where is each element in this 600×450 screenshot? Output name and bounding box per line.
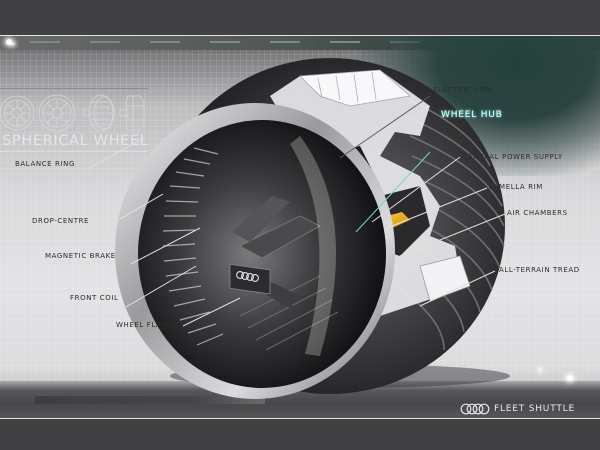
strip-dash bbox=[330, 41, 360, 43]
air-chamber-ribs bbox=[317, 71, 377, 103]
wheel-angle-thumbnail-icon bbox=[38, 94, 76, 132]
center-cap-rings-icon bbox=[236, 271, 259, 282]
callout-air-chambers: AIR CHAMBERS bbox=[507, 209, 568, 217]
sparkle-dot bbox=[6, 39, 12, 45]
glass-highlight bbox=[290, 136, 336, 356]
sparkle-dot bbox=[12, 43, 14, 45]
brand-lockup: FLEET SHUTTLE bbox=[460, 402, 575, 416]
callout-wheel-flaps: WHEEL FLAPS bbox=[116, 321, 172, 329]
center-cap bbox=[229, 263, 271, 295]
bottom-rule bbox=[0, 418, 600, 419]
spherical-wheel-illustration bbox=[115, 58, 510, 399]
wheel-side-thumbnail-icon bbox=[82, 94, 115, 132]
title-rule bbox=[0, 151, 148, 152]
footer-strip-accent bbox=[35, 396, 265, 404]
wheel-front-thumbnail-icon bbox=[0, 95, 35, 131]
callout-balance-ring: BALANCE RING bbox=[15, 160, 76, 168]
bottom-bar bbox=[0, 419, 600, 450]
callout-magnetic-brake: MAGNETIC BRAKE bbox=[45, 252, 116, 260]
top-bar bbox=[0, 0, 600, 35]
callout-all-terrain-tread: ALL-TERRAIN TREAD bbox=[499, 266, 580, 274]
strip-dash bbox=[150, 41, 180, 43]
strip-dash bbox=[210, 41, 240, 43]
callout-central-power-supply: CENTRAL POWER SUPPLY bbox=[463, 153, 563, 161]
brand-text: FLEET SHUTTLE bbox=[494, 404, 575, 414]
callout-wheel-hub: WHEEL HUB bbox=[441, 110, 503, 120]
strip-dash bbox=[270, 41, 300, 43]
wheel-thumbnails bbox=[0, 94, 145, 132]
callout-front-coil: FRONT COIL bbox=[70, 294, 119, 302]
strip-dash bbox=[90, 41, 120, 43]
callout-electric-coil: ELECTRIC COIL bbox=[433, 86, 494, 94]
strip-dash bbox=[30, 41, 60, 43]
four-rings-logo-icon bbox=[460, 403, 490, 415]
spoke bbox=[239, 215, 321, 259]
callout-drop-centre: DROP-CENTRE bbox=[32, 217, 90, 225]
illustration-canvas: SPHERICAL WHEEL bbox=[0, 36, 600, 418]
thumbnail-rule bbox=[0, 88, 148, 89]
sparkle-dot bbox=[539, 369, 541, 371]
sparkle-dot bbox=[567, 375, 573, 381]
spoke bbox=[232, 196, 290, 242]
top-rule bbox=[0, 35, 600, 36]
callout-lamella-rim: LAMELLA RIM bbox=[489, 183, 543, 191]
wheel-cutaway-thumbnail-icon bbox=[119, 95, 145, 131]
